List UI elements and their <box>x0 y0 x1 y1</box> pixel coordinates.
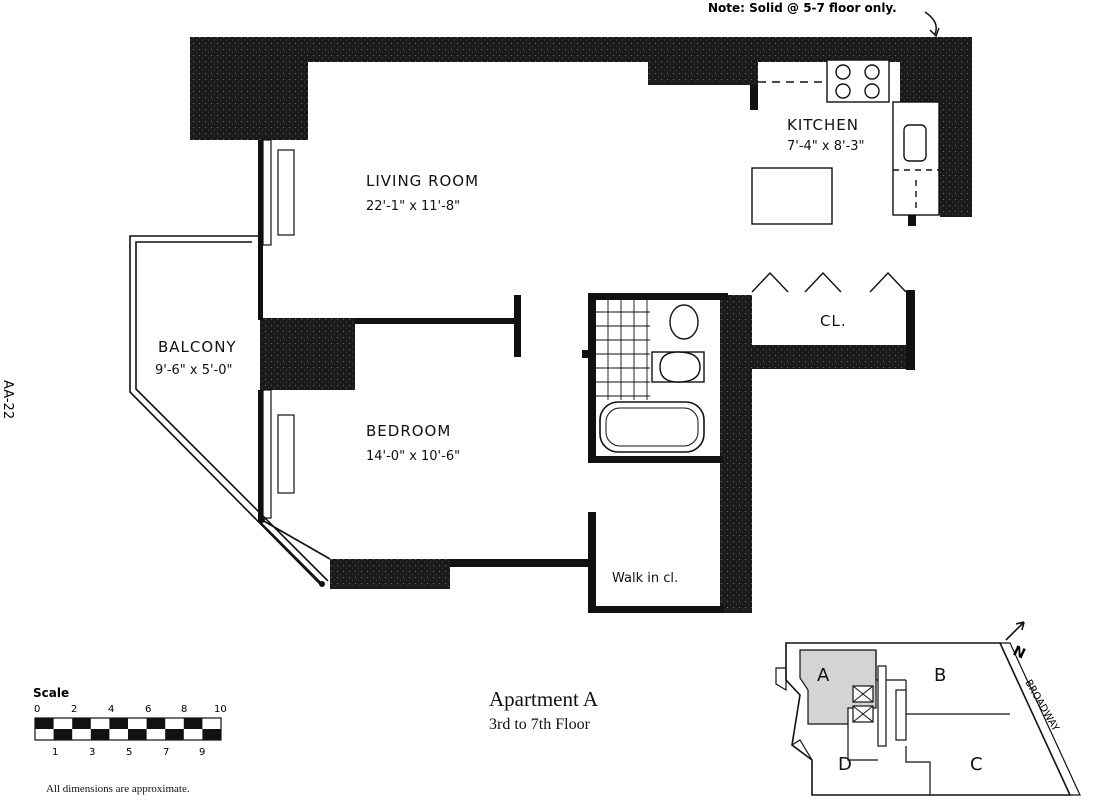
scale-tick: 4 <box>108 704 114 715</box>
thin-walls <box>258 85 916 613</box>
walkin-closet-label: Walk in cl. <box>612 571 678 586</box>
disclaimer: All dimensions are approximate. <box>46 783 190 795</box>
scale-segment <box>183 718 203 729</box>
scale-label: Scale <box>33 686 69 700</box>
balcony-railing <box>129 235 331 587</box>
floor-subtitle: 3rd to 7th Floor <box>489 716 591 733</box>
scale-tick: 2 <box>71 704 77 715</box>
side-label: AA-22 <box>0 380 15 419</box>
scale-tick: 8 <box>181 704 187 715</box>
unit-b-label: B <box>934 665 946 686</box>
scale-bar: Scale 0 2 4 6 8 10 1 3 5 7 9 All dimensi… <box>33 686 227 795</box>
scale-segment <box>202 729 221 740</box>
balcony-column <box>260 318 355 390</box>
scale-segment <box>53 729 73 740</box>
scale-tick: 0 <box>34 704 40 715</box>
top-left-column <box>190 37 308 140</box>
bottom-wall-segment <box>330 559 450 589</box>
scale-segment <box>35 718 54 729</box>
unit-a-label: A <box>817 665 830 686</box>
scale-tick: 3 <box>89 747 95 758</box>
north-arrow-label: N <box>1010 643 1027 662</box>
kitchen-dims: 7'-4" x 8'-3" <box>787 139 865 154</box>
scale-segment <box>90 729 110 740</box>
balcony-label: BALCONY <box>158 338 237 356</box>
bath-wall <box>720 295 752 613</box>
bathtub <box>599 401 705 453</box>
scale-tick: 6 <box>145 704 151 715</box>
kitchen-label: KITCHEN <box>787 116 859 134</box>
north-arrow-icon <box>1005 621 1025 641</box>
right-corner-column <box>940 37 972 217</box>
scale-tick: 10 <box>214 704 227 715</box>
room-labels: LIVING ROOM 22'-1" x 11'-8" KITCHEN 7'-4… <box>155 116 865 586</box>
bedroom-label: BEDROOM <box>366 422 451 440</box>
toilet-bowl <box>659 351 701 383</box>
key-plan: A B C D BROADWAY N <box>775 621 1081 796</box>
closet-label: CL. <box>820 312 847 330</box>
scale-tick: 1 <box>52 747 58 758</box>
scale-tick: 7 <box>163 747 169 758</box>
closet-doors <box>751 271 907 293</box>
scale-segment <box>146 718 166 729</box>
bathroom <box>582 300 720 456</box>
top-wall <box>190 37 972 62</box>
unit-c-label: C <box>970 754 983 775</box>
apartment-title: Apartment A <box>489 687 599 711</box>
walls <box>190 37 972 613</box>
counter <box>892 101 940 216</box>
unit-d-label: D <box>838 754 852 775</box>
balcony-dims: 9'-6" x 5'-0" <box>155 363 233 378</box>
scale-segment <box>128 729 147 740</box>
stove <box>826 59 890 103</box>
kitchen-island <box>751 167 833 225</box>
note-arrow <box>924 11 937 35</box>
windows <box>262 139 295 519</box>
scale-tick: 9 <box>199 747 205 758</box>
bath-sink <box>669 304 699 340</box>
scale-segment <box>109 718 128 729</box>
scale-segment <box>165 729 184 740</box>
scale-tick: 5 <box>126 747 132 758</box>
living-room-dims: 22'-1" x 11'-8" <box>366 199 460 214</box>
bedroom-dims: 14'-0" x 10'-6" <box>366 449 460 464</box>
scale-segment <box>72 718 91 729</box>
closet-bottom-wall <box>752 345 915 369</box>
living-room-label: LIVING ROOM <box>366 172 479 190</box>
kitchen-sink <box>903 124 927 162</box>
note-text: Note: Solid @ 5-7 floor only. <box>708 1 897 15</box>
kitchen-fixtures <box>751 59 940 225</box>
kitchen-top-column <box>648 37 758 85</box>
